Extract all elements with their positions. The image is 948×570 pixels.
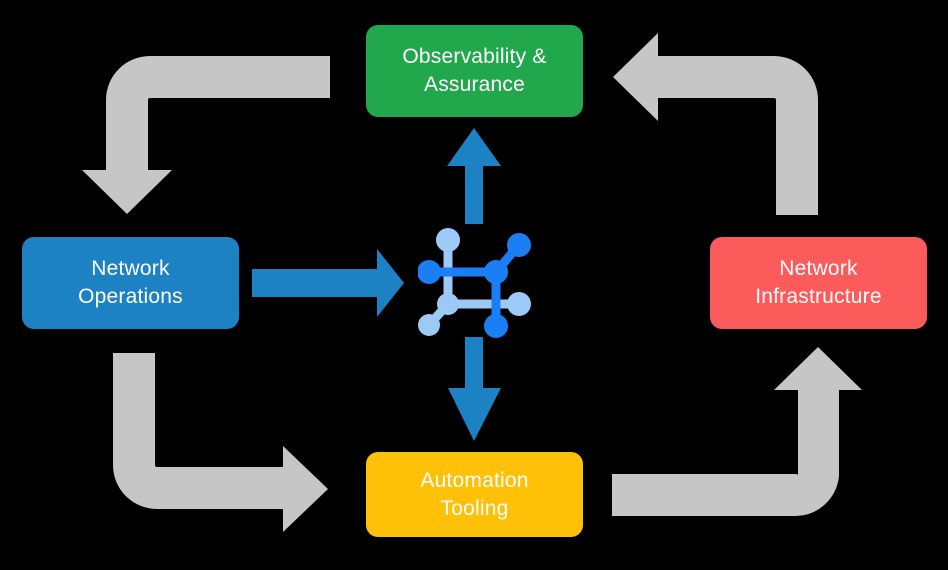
arrow-infrastructure-to-observability	[613, 33, 818, 215]
arrow-automation-to-infrastructure	[612, 347, 862, 517]
box-observability-label: Observability & Assurance	[402, 45, 547, 96]
arrow-center-to-automation	[448, 337, 501, 441]
box-network-operations[interactable]: Network Operations	[22, 237, 239, 329]
topology-strong-nodes	[418, 233, 531, 338]
arrow-observability-to-operations	[82, 56, 330, 214]
network-topology-icon	[418, 228, 531, 338]
box-network-infrastructure-label: Network Infrastructure	[755, 257, 882, 308]
box-automation-label: Automation Tooling	[420, 468, 529, 520]
arrow-center-to-observability	[447, 128, 501, 224]
topology-light-nodes	[418, 228, 531, 336]
arrow-operations-to-automation	[113, 353, 328, 532]
box-network-infrastructure[interactable]: Network Infrastructure	[710, 237, 927, 329]
box-network-operations-label: Network Operations	[78, 257, 183, 308]
box-observability-assurance[interactable]: Observability & Assurance	[366, 25, 583, 117]
box-automation-tooling[interactable]: Automation Tooling	[366, 452, 583, 537]
arrow-operations-to-center	[252, 249, 404, 317]
